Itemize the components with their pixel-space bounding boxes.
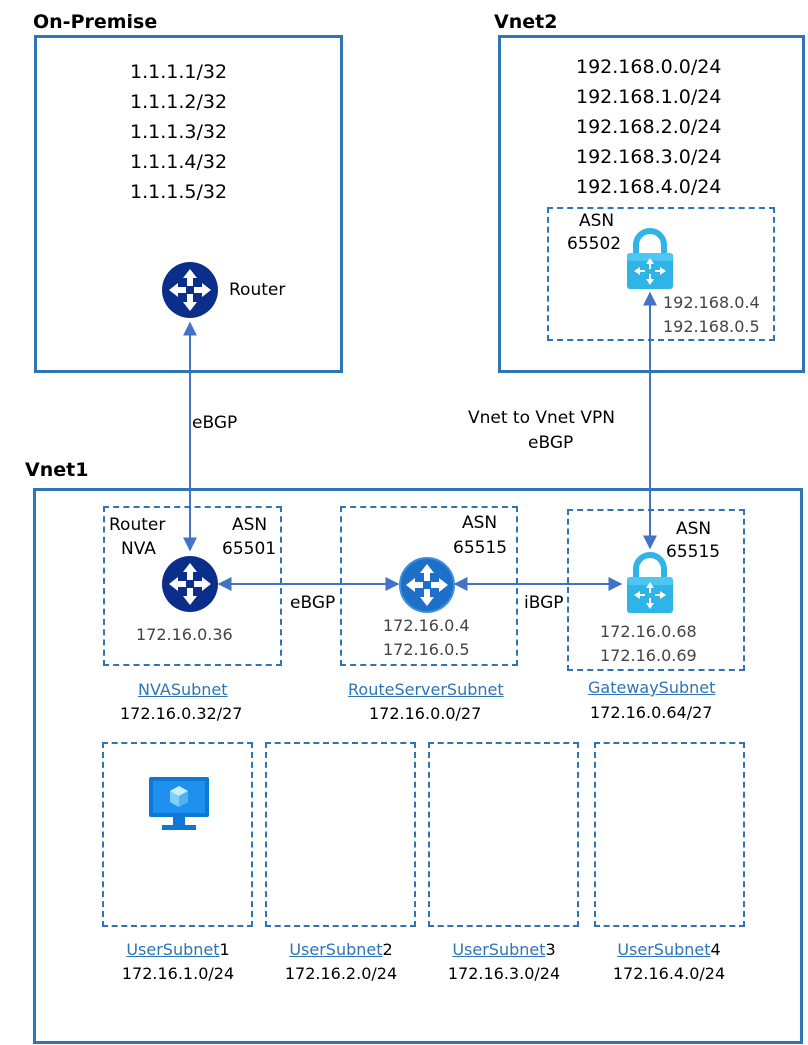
nva-asn-label: ASN [232, 515, 268, 535]
user-subnet-label: UserSubnet4 [594, 942, 744, 958]
vnet2-title: Vnet2 [494, 11, 558, 33]
rs-asn-label: ASN [462, 513, 498, 533]
user-subnet-number: 4 [710, 940, 721, 959]
user-subnet-link[interactable]: UserSubnet [289, 940, 383, 959]
user-subnet-cidr: 172.16.3.0/24 [447, 964, 561, 983]
user-subnet-number: 2 [382, 940, 393, 959]
vnet2-gateway-subnet [547, 207, 775, 341]
user-subnet-box [594, 742, 745, 927]
onprem-prefix: 1.1.1.3/32 [130, 121, 228, 143]
user-subnet-box [265, 742, 416, 927]
user-subnet-label: UserSubnet2 [266, 942, 416, 958]
gateway-subnet-box [567, 509, 745, 671]
nva-subnet-link[interactable]: NVASubnet [138, 680, 228, 699]
gateway-subnet-cidr: 172.16.0.64/27 [590, 703, 713, 722]
rs-ip1: 172.16.0.4 [383, 616, 470, 635]
vnet2-prefix: 192.168.4.0/24 [576, 176, 722, 198]
gw-ip2: 172.16.0.69 [600, 646, 697, 665]
user-subnet-box [102, 742, 253, 927]
onprem-router-label: Router [229, 280, 286, 300]
route-server-subnet-link[interactable]: RouteServerSubnet [348, 680, 504, 699]
router-icon [162, 556, 218, 612]
gw-ip1: 172.16.0.68 [600, 622, 697, 641]
router-icon [162, 262, 218, 318]
rs-ip2: 172.16.0.5 [383, 640, 470, 659]
vnet2-gw-ip1: 192.168.0.4 [663, 293, 760, 312]
link-label-vpn-protocol: eBGP [528, 433, 574, 453]
vnet2-asn-label: ASN [579, 211, 615, 231]
link-label-rs-gw: iBGP [524, 593, 564, 613]
onprem-prefix: 1.1.1.1/32 [130, 61, 228, 83]
link-label-nva-rs: eBGP [290, 593, 336, 613]
vpn-gateway-lock-icon [627, 552, 673, 613]
gw-asn-label: ASN [676, 519, 712, 539]
user-subnet-label: UserSubnet3 [429, 942, 579, 958]
vnet2-prefix: 192.168.2.0/24 [576, 116, 722, 138]
user-subnet-link[interactable]: UserSubnet [452, 940, 546, 959]
virtual-machine-icon [149, 777, 209, 830]
vnet1-title: Vnet1 [25, 459, 89, 481]
user-subnet-number: 1 [219, 940, 230, 959]
gw-asn-value: 65515 [666, 542, 721, 562]
user-subnet-link[interactable]: UserSubnet [126, 940, 220, 959]
route-server-subnet-cidr: 172.16.0.0/27 [369, 704, 482, 723]
onprem-prefix: 1.1.1.5/32 [130, 181, 228, 203]
nva-label-router: Router [109, 515, 166, 535]
rs-asn-value: 65515 [453, 538, 508, 558]
user-subnet-box [428, 742, 579, 927]
user-subnet-cidr: 172.16.2.0/24 [284, 964, 398, 983]
nva-label-nva: NVA [121, 539, 156, 559]
vnet2-container [498, 35, 805, 373]
nva-subnet-cidr: 172.16.0.32/27 [120, 704, 243, 723]
user-subnet-number: 3 [545, 940, 556, 959]
onprem-prefix: 1.1.1.2/32 [130, 91, 228, 113]
vpn-gateway-lock-icon [627, 228, 673, 289]
vnet2-prefix: 192.168.0.0/24 [576, 56, 722, 78]
user-subnet-link[interactable]: UserSubnet [617, 940, 711, 959]
onprem-container [34, 35, 343, 373]
vnet1-container [33, 488, 803, 1044]
nva-subnet-box [103, 506, 282, 666]
link-label-onprem-nva: eBGP [192, 413, 238, 433]
user-subnet-cidr: 172.16.1.0/24 [121, 964, 235, 983]
vnet2-gw-ip2: 192.168.0.5 [663, 317, 760, 336]
gateway-subnet-link[interactable]: GatewaySubnet [588, 678, 716, 697]
user-subnet-label: UserSubnet1 [103, 942, 253, 958]
route-server-icon [399, 557, 455, 613]
vnet2-prefix: 192.168.3.0/24 [576, 146, 722, 168]
onprem-prefix: 1.1.1.4/32 [130, 151, 228, 173]
vnet2-prefix: 192.168.1.0/24 [576, 86, 722, 108]
nva-ip: 172.16.0.36 [136, 625, 233, 644]
nva-asn-value: 65501 [222, 539, 277, 559]
vnet2-asn-value: 65502 [567, 234, 622, 254]
link-label-vpn: Vnet to Vnet VPN [468, 408, 615, 428]
user-subnet-cidr: 172.16.4.0/24 [612, 964, 726, 983]
route-server-subnet-box [340, 506, 518, 666]
onprem-title: On-Premise [33, 11, 158, 33]
